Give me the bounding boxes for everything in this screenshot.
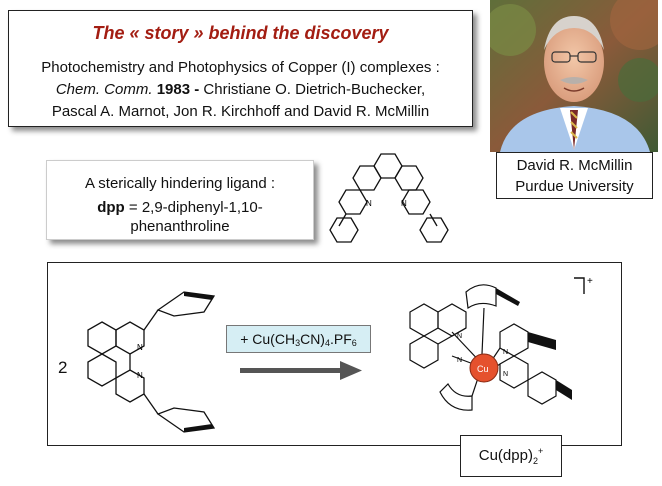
reaction-scheme-frame: [47, 262, 622, 446]
story-line-2: Chem. Comm. 1983 - Christiane O. Dietric…: [9, 79, 472, 101]
ligand-definition-part2: phenanthroline: [130, 218, 230, 235]
portrait-affiliation: Purdue University: [515, 178, 634, 195]
reagent-text-a: + Cu(CH: [240, 331, 296, 347]
reagent-sub-2: 4: [324, 338, 330, 348]
svg-text:N: N: [457, 333, 462, 340]
journal-name: Chem. Comm.: [55, 81, 153, 98]
ligand-abbrev: dpp: [97, 199, 125, 216]
story-panel: The « story » behind the discovery Photo…: [8, 10, 473, 127]
dpp-structure-diagram: N N: [329, 153, 449, 243]
complex-charge-bracket: +: [574, 276, 593, 294]
portrait-photo: [490, 0, 658, 152]
svg-text:N: N: [137, 371, 143, 380]
ligand-panel: A sterically hindering ligand : dpp = 2,…: [46, 160, 314, 240]
reagent-text-c: .PF: [329, 331, 352, 347]
publication-year: 1983 -: [156, 81, 200, 98]
product-subscript: 2: [532, 456, 538, 466]
reagent-sub-3: 6: [351, 338, 357, 348]
ligand-definition-part1: = 2,9-diphenyl-1,10-: [128, 199, 263, 216]
story-line-3: Pascal A. Marnot, Jon R. Kirchhoff and D…: [51, 103, 430, 120]
stoichiometric-coefficient: 2: [58, 358, 68, 377]
reagent-text-b: CN): [300, 331, 325, 347]
story-line-1: Photochemistry and Photophysics of Coppe…: [41, 59, 440, 76]
reaction-arrow: [240, 361, 362, 380]
reagent-label: + Cu(CH3CN)4.PF6: [226, 325, 371, 353]
product-name: Cu(dpp): [478, 447, 533, 464]
authors-part-1: Christiane O. Dietrich-Buchecker,: [203, 81, 426, 98]
product-superscript: +: [537, 446, 544, 456]
svg-text:N: N: [366, 199, 372, 208]
svg-text:N: N: [503, 371, 508, 378]
svg-text:N: N: [457, 357, 462, 364]
story-title: The « story » behind the discovery: [92, 23, 389, 43]
product-label: Cu(dpp)2+: [460, 435, 562, 477]
portrait-name: David R. McMillin: [516, 157, 633, 174]
svg-text:N: N: [401, 199, 407, 208]
copper-center-label: Cu: [477, 364, 489, 374]
svg-text:N: N: [137, 343, 143, 352]
dpp-reactant-structure: N N: [87, 291, 216, 433]
ligand-label: A sterically hindering ligand :: [84, 175, 276, 192]
reagent-sub-1: 3: [295, 338, 301, 348]
cu-dpp2-complex-structure: Cu N N N N: [409, 284, 572, 411]
ligand-definition: dpp = 2,9-diphenyl-1,10- phenanthroline: [47, 198, 313, 236]
svg-text:N: N: [503, 349, 508, 356]
complex-charge: +: [587, 276, 593, 287]
portrait-caption: David R. McMillin Purdue University: [496, 152, 653, 199]
